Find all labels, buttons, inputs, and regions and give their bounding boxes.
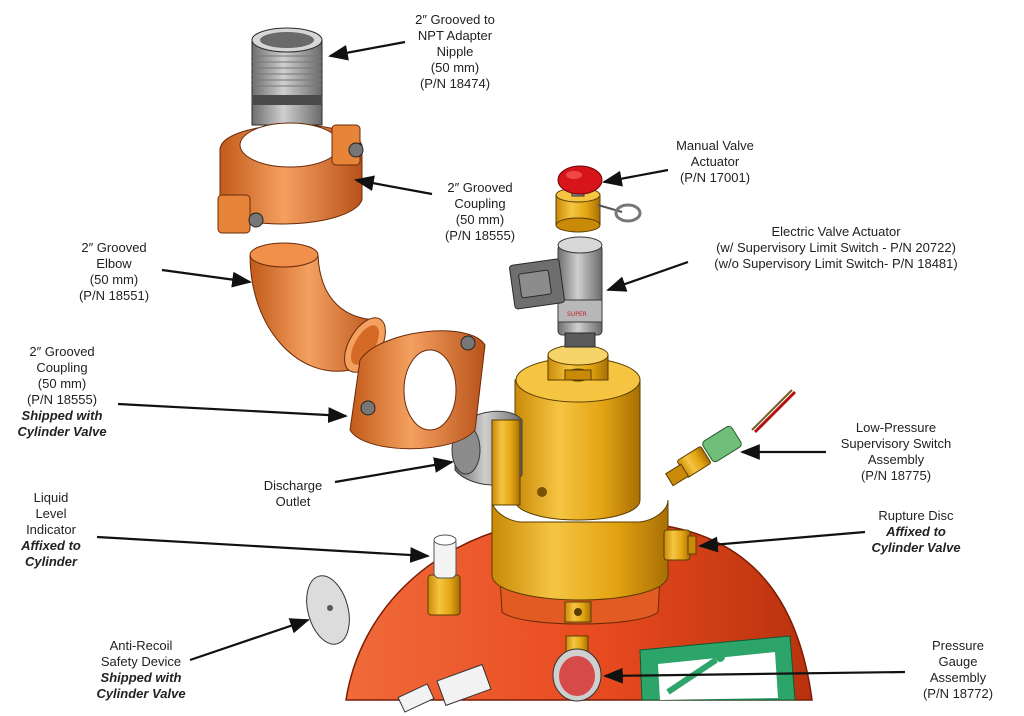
arrow-discharge-outlet	[334, 457, 454, 484]
rupture-disc-part	[663, 529, 697, 561]
anti-recoil-device-part	[306, 575, 350, 645]
label-manual-actuator: Manual Valve Actuator (P/N 17001)	[676, 138, 754, 185]
leader-arrows	[96, 40, 906, 684]
label-anti-recoil: Anti-Recoil Safety Device Shipped with C…	[96, 638, 186, 701]
arrow-electric-actuator	[606, 260, 689, 292]
low-pressure-switch-part	[664, 389, 797, 487]
arrow-anti-recoil	[189, 618, 310, 662]
arrow-rupture-disc	[698, 530, 866, 553]
label-rupture-disc: Rupture Disc Affixed to Cylinder Valve	[871, 508, 961, 555]
label-liquid-level: Liquid Level Indicator Affixed to Cylind…	[21, 490, 81, 569]
label-low-pressure-switch: Low-Pressure Supervisory Switch Assembly…	[840, 420, 952, 483]
top-coupling-part	[217, 122, 364, 234]
elbow-part	[249, 242, 386, 373]
arrow-elbow	[161, 268, 252, 288]
label-coupling-left: 2″ Grooved Coupling (50 mm) (P/N 18555) …	[17, 344, 107, 439]
label-pressure-gauge: Pressure Gauge Assembly (P/N 18772)	[922, 638, 994, 701]
arrow-manual-actuator	[602, 168, 669, 187]
label-elbow: 2″ Grooved Elbow (50 mm) (P/N 18551)	[78, 240, 150, 303]
manual-actuator-part	[555, 165, 642, 233]
label-electric-actuator: Electric Valve Actuator (w/ Supervisory …	[714, 224, 958, 271]
label-coupling-top: 2″ Grooved Coupling (50 mm) (P/N 18555)	[444, 180, 516, 243]
arrow-adapter-nipple	[328, 40, 406, 61]
label-discharge-outlet: Discharge Outlet	[263, 478, 323, 509]
svg-text:SUPER: SUPER	[567, 311, 587, 318]
cylinder-valve-body	[491, 344, 669, 625]
electric-actuator-part: SUPER	[509, 236, 603, 348]
left-coupling-part	[349, 330, 486, 450]
adapter-nipple-part	[251, 27, 323, 126]
label-adapter-nipple: 2″ Grooved to NPT Adapter Nipple (50 mm)…	[415, 12, 495, 91]
arrow-pressure-gauge	[603, 667, 906, 684]
arrow-liquid-level	[96, 535, 430, 563]
arrow-coupling-top	[354, 175, 433, 196]
cylinder-label-sign	[639, 635, 796, 701]
arrow-coupling-left	[117, 402, 348, 423]
pressure-gauge-part	[552, 635, 602, 702]
liquid-level-indicator-part	[427, 534, 461, 616]
